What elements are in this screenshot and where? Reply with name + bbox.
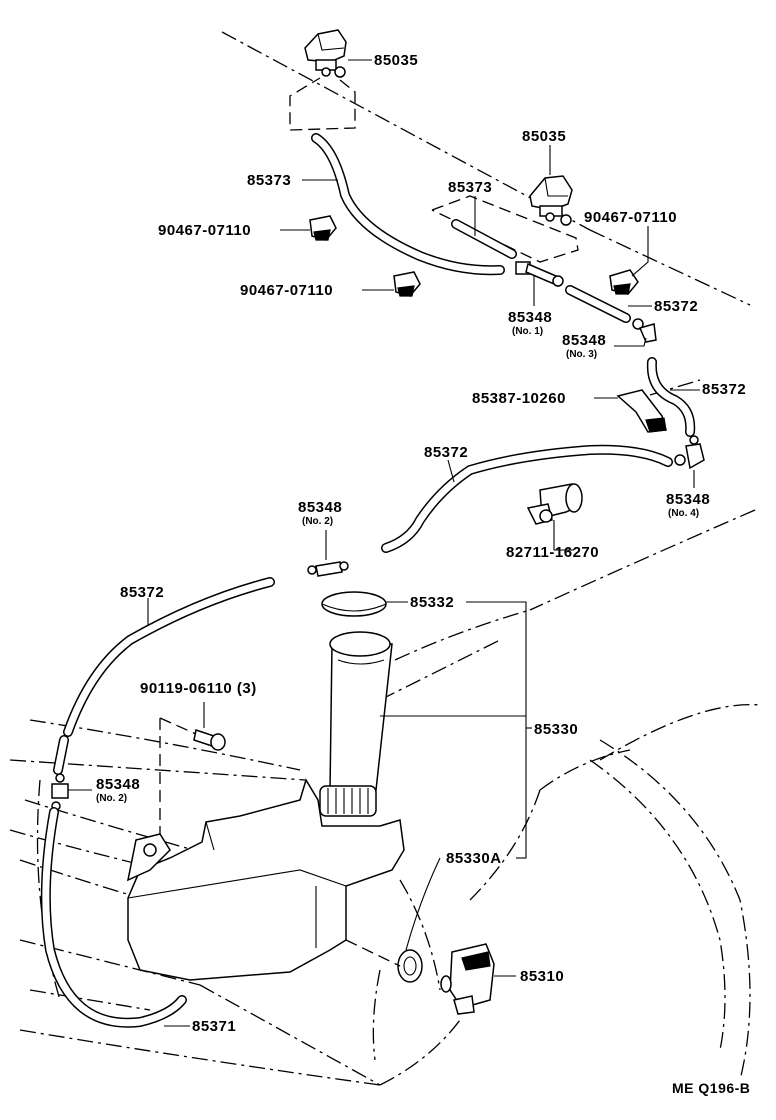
- cap: [321, 591, 387, 617]
- joint-no3: [632, 318, 657, 343]
- clip-left-b: [393, 271, 421, 297]
- label-clip-left-b: 90467-07110: [240, 282, 333, 299]
- label-clip-left-a: 90467-07110: [158, 222, 251, 239]
- label-bolt: 90119-06110 (3): [140, 680, 257, 697]
- joint-no1: [515, 261, 564, 287]
- label-nozzle-upper: 85035: [374, 52, 418, 69]
- note-joint-no4: (No. 4): [668, 508, 699, 519]
- clip-left-a: [309, 215, 337, 241]
- note-joint-no1: (No. 1): [512, 326, 543, 337]
- pump: [440, 943, 495, 1015]
- tank: [126, 631, 405, 981]
- label-hose-85372-a: 85372: [654, 298, 698, 315]
- joint-no2-upper: [307, 561, 349, 577]
- joint-no2-lower: [51, 773, 69, 811]
- label-hose-85373-mid: 85373: [448, 179, 492, 196]
- nozzle-upper: [304, 29, 347, 78]
- body-outline: [9, 31, 761, 1086]
- label-clip-right: 90467-07110: [584, 209, 677, 226]
- joint-no4: [674, 435, 705, 470]
- label-bracket: 85387-10260: [472, 390, 566, 407]
- label-joint-no3: 85348: [562, 332, 606, 349]
- grommet: [397, 949, 423, 983]
- label-joint-no2-lower: 85348: [96, 776, 140, 793]
- bolt: [193, 729, 226, 751]
- bracket: [616, 389, 667, 433]
- label-cap: 85332: [410, 594, 454, 611]
- diagram-code: ME Q196-B: [672, 1080, 750, 1096]
- clip-right: [609, 269, 639, 295]
- label-nozzle-lower: 85035: [522, 128, 566, 145]
- label-pump: 85310: [520, 968, 564, 985]
- clamp: [526, 483, 583, 525]
- label-hose-85372-b: 85372: [702, 381, 746, 398]
- label-hose-85372-c: 85372: [424, 444, 468, 461]
- note-joint-no2-lower: (No. 2): [96, 793, 127, 804]
- label-clamp: 82711-16270: [506, 544, 599, 561]
- label-grommet: 85330A: [446, 850, 502, 867]
- note-joint-no3: (No. 3): [566, 349, 597, 360]
- label-tank: 85330: [534, 721, 578, 738]
- nozzle-lower: [529, 175, 573, 226]
- label-hose-85372-left: 85372: [120, 584, 164, 601]
- note-joint-no2-upper: (No. 2): [302, 516, 333, 527]
- label-joint-no2-upper: 85348: [298, 499, 342, 516]
- label-hose-85371: 85371: [192, 1018, 236, 1035]
- label-joint-no1: 85348: [508, 309, 552, 326]
- label-joint-no4: 85348: [666, 491, 710, 508]
- label-hose-85373-left: 85373: [247, 172, 291, 189]
